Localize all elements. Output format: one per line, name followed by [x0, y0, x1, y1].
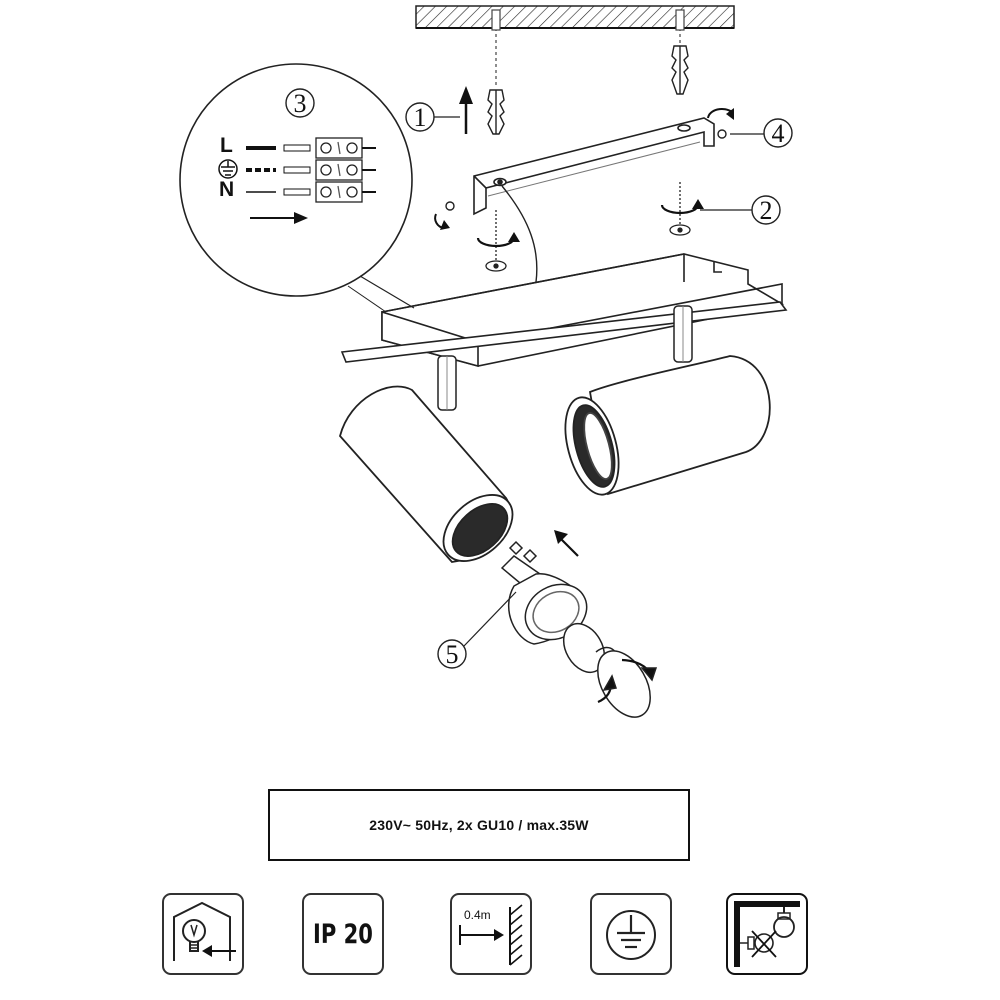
svg-text:5: 5 — [446, 640, 459, 669]
earth-icon — [218, 159, 238, 179]
wall-plug-right — [671, 45, 689, 95]
spec-box: 230V~ 50Hz, 2x GU10 / max.35W — [268, 789, 690, 861]
spec-text: 230V~ 50Hz, 2x GU10 / max.35W — [369, 817, 589, 833]
arrow-right-icon — [250, 212, 308, 224]
ip-rating-text: IP 20 — [313, 918, 373, 950]
wiring-detail-bubble — [179, 63, 415, 313]
arrow-up-icon — [459, 86, 473, 134]
svg-text:2: 2 — [760, 196, 773, 225]
bulb-replaceable-icon — [162, 893, 244, 975]
protective-earth-icon — [590, 893, 672, 975]
front-glass — [597, 650, 658, 718]
ceiling-mount-only-icon — [726, 893, 808, 975]
step-1-callout: 1 — [405, 102, 460, 132]
bracket-screw-left — [434, 201, 455, 230]
ip20-icon: IP 20 — [302, 893, 384, 975]
svg-text:3: 3 — [294, 89, 307, 118]
drill-guides — [491, 9, 685, 86]
terminal-block — [315, 137, 363, 203]
ground-wire — [501, 185, 538, 283]
mounting-bracket — [473, 117, 715, 216]
wire-label-l: L — [220, 134, 233, 157]
assembly-diagram: 1 4 — [179, 5, 793, 718]
min-distance-text: 0.4m — [464, 908, 491, 922]
step-3-callout: 3 — [285, 88, 315, 118]
wire-label-n: N — [219, 178, 234, 201]
arrow-insert-icon — [554, 530, 579, 557]
screw-left — [476, 210, 520, 272]
wall-plug-left — [487, 89, 505, 135]
svg-text:1: 1 — [414, 103, 427, 132]
spotlight-left — [339, 385, 514, 563]
spot-arm-left — [437, 355, 457, 411]
step-2-callout: 2 — [700, 195, 781, 225]
bracket-screw-right — [707, 107, 734, 139]
spotlight-right — [564, 355, 771, 496]
screw-right — [660, 182, 704, 236]
min-distance-icon: 0.4m — [450, 893, 532, 975]
step-4-callout: 4 — [730, 118, 793, 148]
spot-arm-right — [673, 305, 693, 363]
wires — [246, 144, 376, 196]
canopy-base — [340, 253, 788, 368]
step-5-callout: 5 — [437, 591, 517, 669]
ceiling — [415, 5, 735, 29]
svg-text:4: 4 — [772, 119, 785, 148]
